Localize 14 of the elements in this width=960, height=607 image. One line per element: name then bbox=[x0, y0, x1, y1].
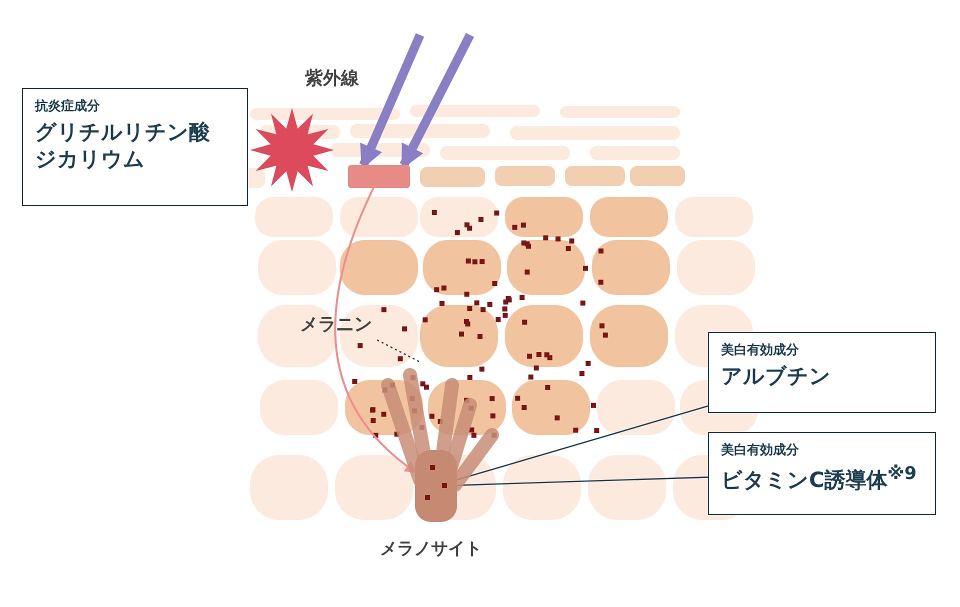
cell-caption: メラノサイト bbox=[380, 538, 482, 560]
leader-line bbox=[376, 339, 420, 363]
category-label: 美白有効成分 bbox=[721, 342, 800, 359]
ingredient-name: アルブチン bbox=[721, 363, 832, 390]
ingredient-label-box bbox=[708, 332, 936, 413]
category-label: 抗炎症成分 bbox=[35, 98, 101, 115]
category-label: 美白有効成分 bbox=[721, 442, 800, 459]
damaged-skin-patch bbox=[348, 165, 410, 188]
ingredient-name: ビタミンC誘導体$^{※9}$ bbox=[721, 463, 918, 494]
ingredient-label-box bbox=[708, 432, 936, 515]
uv-label: 紫外線 bbox=[305, 67, 359, 90]
label: メラニン bbox=[300, 314, 372, 335]
ingredient-name: グリチルリチン酸ジカリウム bbox=[35, 119, 211, 174]
ingredient-label-box bbox=[22, 88, 248, 206]
